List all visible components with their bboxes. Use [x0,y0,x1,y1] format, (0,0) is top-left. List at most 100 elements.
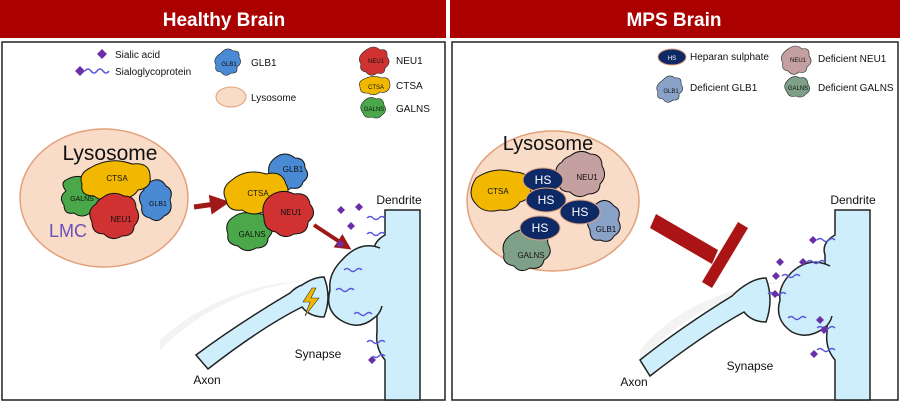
glb1-legend-icon [214,48,241,76]
neu1-legend-icon [359,46,390,76]
deficient-neu1-icon-text: NEU1 [790,58,807,64]
sialic-acid-free [337,206,345,214]
ctsa-legend-icon-text: CTSA [368,85,384,91]
sialoglycoprotein-wave [343,267,363,273]
sialic-acid-bound [799,258,807,266]
sialoglycoprotein-diamond-icon [75,66,85,76]
inhibition-symbol [650,214,748,288]
legend-glb1-label: GLB1 [251,58,277,69]
legend-galns-label: GALNS [396,104,430,115]
sialoglycoprotein-wave [806,259,826,265]
sialic-acid-free [355,203,363,211]
lightning-icon [302,287,320,317]
mps-lysosome: Lysosome CTSA NEU1 GLB1 GALNS HS HS HS H… [466,130,640,272]
healthy-lysosome: Lysosome LMC GALNS GLB1 CTSA NEU1 [19,128,189,268]
sialoglycoprotein-wave [366,215,386,221]
ctsa-mps [470,169,532,212]
release-arrow [193,194,230,215]
healthy-sialoglycoproteins [335,215,386,359]
deficient-galns-icon-text: GALNS [788,86,808,92]
released-complex: GLB1 GALNS CTSA NEU1 [223,153,314,252]
heparan-sulphate-blob [525,187,567,213]
lysosome-legend-icon [215,86,247,108]
neu1-text-healthy: NEU1 [110,215,132,224]
sialic-acid-bound [772,272,780,280]
ctsa-text-released: CTSA [247,189,269,198]
inhibition-bar-stem [650,214,718,264]
ctsa-text-healthy: CTSA [106,174,128,183]
hs-text: HS [532,221,549,235]
sialoglycoprotein-wave [335,287,355,293]
neu1-text-released: NEU1 [280,208,302,217]
sialoglycoprotein-wave [816,347,836,353]
lysosome-label-healthy: Lysosome [63,142,158,165]
sialic-acid-icon [97,49,107,59]
inhibition-bar-head [702,222,748,288]
sialoglycoprotein-wave [781,273,801,279]
sialic-acid-bound [810,350,818,358]
deficient-galns-legend-icon [784,76,810,98]
axon-label-healthy: Axon [193,373,220,387]
deficient-neu1-legend-icon [781,45,812,75]
sialic-acid-free [368,356,376,364]
legend-sialoglycoprotein-label: Sialoglycoprotein [115,67,191,78]
synapse-label-mps: Synapse [727,359,774,373]
axon-label-mps: Axon [620,375,647,389]
neu1-text-mps: NEU1 [576,173,598,182]
heparan-legend-icon [657,48,687,66]
hs-text: HS [538,193,555,207]
galns-text-mps: GALNS [517,251,544,260]
lmc-label: LMC [49,221,87,241]
healthy-neuron: Dendrite Synapse Axon [160,193,422,401]
axon-healthy [194,276,329,371]
deficient-neu1-mps [555,150,606,198]
legend-sialic-acid-label: Sialic acid [115,50,160,61]
legend-neu1-label: NEU1 [396,56,423,67]
healthy-brain-title: Healthy Brain [163,10,285,31]
sialic-acid-bound [816,316,824,324]
neu1-released [262,190,314,238]
ctsa-text-mps: CTSA [487,187,509,196]
sialoglycoprotein-wave [787,315,807,321]
sialic-acid-bound [771,290,779,298]
legend-heparan-label: Heparan sulphate [690,52,769,63]
legend-ctsa-label: CTSA [396,81,423,92]
ctsa-legend-icon [359,76,391,96]
synapse-label-healthy: Synapse [295,347,342,361]
lysosome-label-mps: Lysosome [503,133,593,155]
sialic-acid-bound [820,326,828,334]
heparan-legend-icon-text: HS [668,56,676,62]
glb1-text-mps: GLB1 [596,225,617,234]
neu1-complex-healthy [89,192,140,240]
deficient-glb1-legend-icon [656,75,683,103]
glb1-text-released: GLB1 [283,165,304,174]
glb1-text-healthy: GLB1 [149,201,167,208]
sialoglycoprotein-wave [816,237,836,243]
galns-text-healthy: GALNS [70,196,94,203]
dendrite-label-mps: Dendrite [830,193,876,207]
sialoglycoprotein-wave-icon [84,68,110,74]
sialoglycoprotein-wave [372,353,386,359]
free-sialic-acids [336,203,376,364]
legend-mps: HS Heparan sulphate NEU1 Deficient NEU1 … [656,45,894,103]
hs-text: HS [572,205,589,219]
sialic-acid-free [336,240,344,248]
glb1-legend-icon-text: GLB1 [221,62,237,68]
deficient-glb1-icon-text: GLB1 [663,89,679,95]
mps-brain-title: MPS Brain [626,10,721,31]
sialic-acid-bound [776,258,784,266]
heparan-sulphate-blob [559,199,601,225]
legend-deficient-neu1-label: Deficient NEU1 [818,54,887,65]
mps-sialoglycoproteins [767,236,836,358]
sialoglycoprotein-wave [366,339,386,345]
glb1-complex-healthy [138,179,172,222]
legend-healthy: Sialic acid Sialoglycoprotein GLB1 GLB1 … [75,46,430,119]
sialoglycoprotein-wave [353,311,373,317]
axon-mps [639,277,771,378]
sialic-acid-bound [809,236,817,244]
sialic-acid-free [347,222,355,230]
dendritic-spine-healthy [327,245,383,326]
neu1-legend-icon-text: NEU1 [368,59,385,65]
legend-lysosome-label: Lysosome [251,93,297,104]
